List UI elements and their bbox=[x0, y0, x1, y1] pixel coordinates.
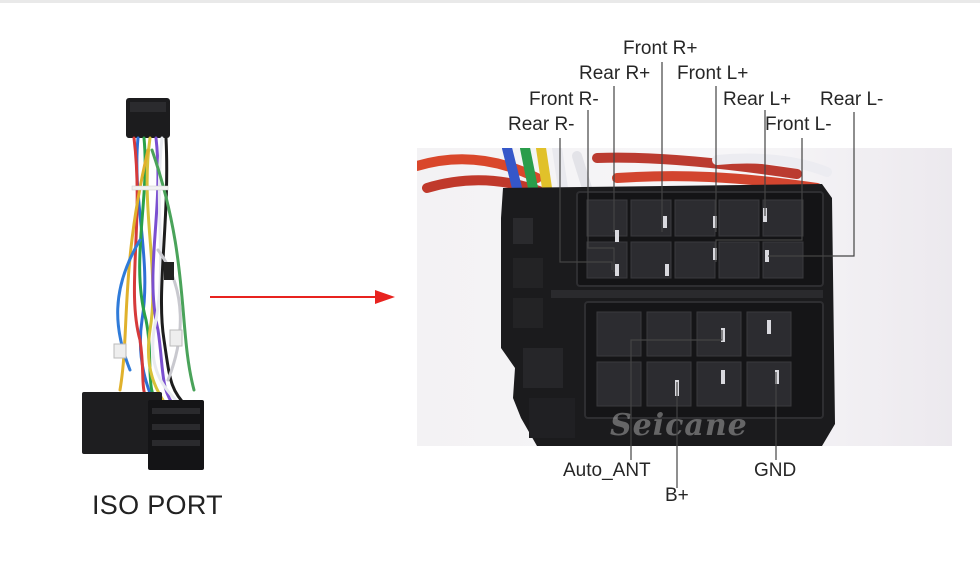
label-gnd: GND bbox=[754, 460, 797, 481]
label-rear-r-plus: Rear R+ bbox=[579, 63, 651, 84]
label-front-r-minus: Front R- bbox=[529, 89, 599, 110]
label-front-r-plus: Front R+ bbox=[623, 38, 698, 59]
label-b-plus: B+ bbox=[665, 485, 689, 506]
label-rear-l-plus: Rear L+ bbox=[723, 89, 792, 110]
watermark: Seicane bbox=[610, 408, 748, 443]
arrow-right-icon bbox=[210, 290, 395, 304]
top-divider bbox=[0, 0, 980, 3]
iso-port-caption: ISO PORT bbox=[92, 490, 223, 520]
label-front-l-plus: Front L+ bbox=[677, 63, 749, 84]
iso-harness-image bbox=[82, 98, 204, 470]
label-auto-ant: Auto_ANT bbox=[563, 460, 651, 481]
label-rear-r-minus: Rear R- bbox=[508, 114, 575, 135]
label-front-l-minus: Front L- bbox=[765, 114, 832, 135]
label-rear-l-minus: Rear L- bbox=[820, 89, 884, 110]
connector-photo: Seicane bbox=[417, 148, 952, 446]
